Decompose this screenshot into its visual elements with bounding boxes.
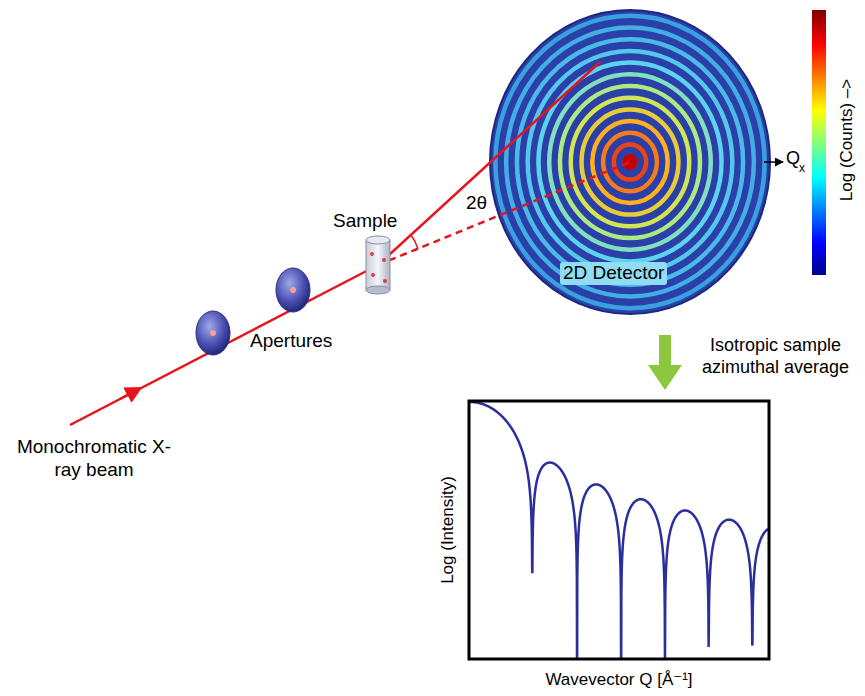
sample-cylinder	[366, 236, 390, 294]
colorbar-label: Log (Counts) –>	[837, 79, 857, 201]
angle-arc	[411, 235, 418, 249]
axis-label: Q	[786, 148, 800, 170]
beam-arrow	[120, 391, 135, 399]
aperture	[196, 311, 230, 355]
average-arrow	[648, 335, 682, 390]
detector-label: 2D Detector	[560, 262, 667, 285]
scattered-beam	[378, 62, 600, 265]
axis-title: Wavevector Q [Å⁻¹]	[545, 670, 692, 690]
aperture	[276, 268, 310, 312]
direct-beam	[378, 162, 630, 265]
aperture-hole	[210, 330, 216, 336]
qx-arrow	[764, 161, 783, 163]
process-label: Isotropic sample azimuthal average	[688, 335, 863, 378]
incident-beam	[70, 265, 378, 425]
beam-label: Monochromatic X-ray beam	[8, 436, 180, 482]
aperture-label: Apertures	[250, 330, 332, 353]
axis-title: Log (Intensity)	[438, 476, 458, 584]
axis-subscript: x	[799, 161, 805, 175]
color-bar	[812, 10, 826, 275]
angle-label: 2θ	[466, 192, 487, 215]
plot-frame	[469, 401, 769, 659]
sample-label: Sample	[333, 210, 397, 233]
intensity-curve	[470, 402, 768, 658]
aperture-hole	[290, 287, 296, 293]
